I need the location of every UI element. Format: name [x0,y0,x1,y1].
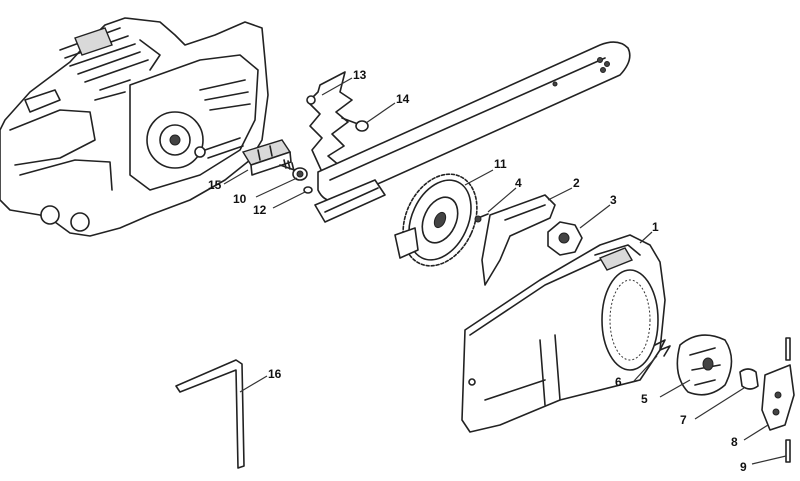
callout-14: 14 [396,92,410,106]
chain-tensioner-plate [306,71,353,173]
callout-13: 13 [353,68,367,82]
callout-4: 4 [515,176,522,190]
sprocket-cover [461,234,666,433]
callout-1: 1 [652,220,659,234]
bar-pad [241,139,292,176]
callout-10: 10 [233,192,247,206]
callout-15: 15 [208,178,222,192]
callout-3: 3 [610,193,617,207]
callout-11: 11 [494,157,507,171]
sprocket-nut [547,221,583,256]
plate-8 [761,364,795,431]
chain-catcher-insert [676,334,733,396]
tensioner-screw [279,159,308,181]
allen-wrench [175,359,245,469]
callout-2: 2 [573,176,580,190]
tensioner-nut [303,186,313,194]
callout-7: 7 [680,413,687,427]
callout-5: 5 [641,392,648,406]
catcher-spring [654,339,671,357]
chain-sprocket-wheel [394,173,478,267]
leader-lines [223,77,787,465]
guide-bar [314,41,631,223]
plate [481,194,556,286]
engine-housing [0,17,269,237]
callout-8: 8 [731,435,738,449]
callout-12: 12 [253,203,267,217]
callout-9: 9 [740,460,747,474]
callout-6: 6 [615,375,622,389]
bar-bolt [341,117,369,132]
callout-16: 16 [268,367,282,381]
roll-pin [785,337,791,463]
chain-catcher [739,368,759,390]
pin [474,213,489,223]
